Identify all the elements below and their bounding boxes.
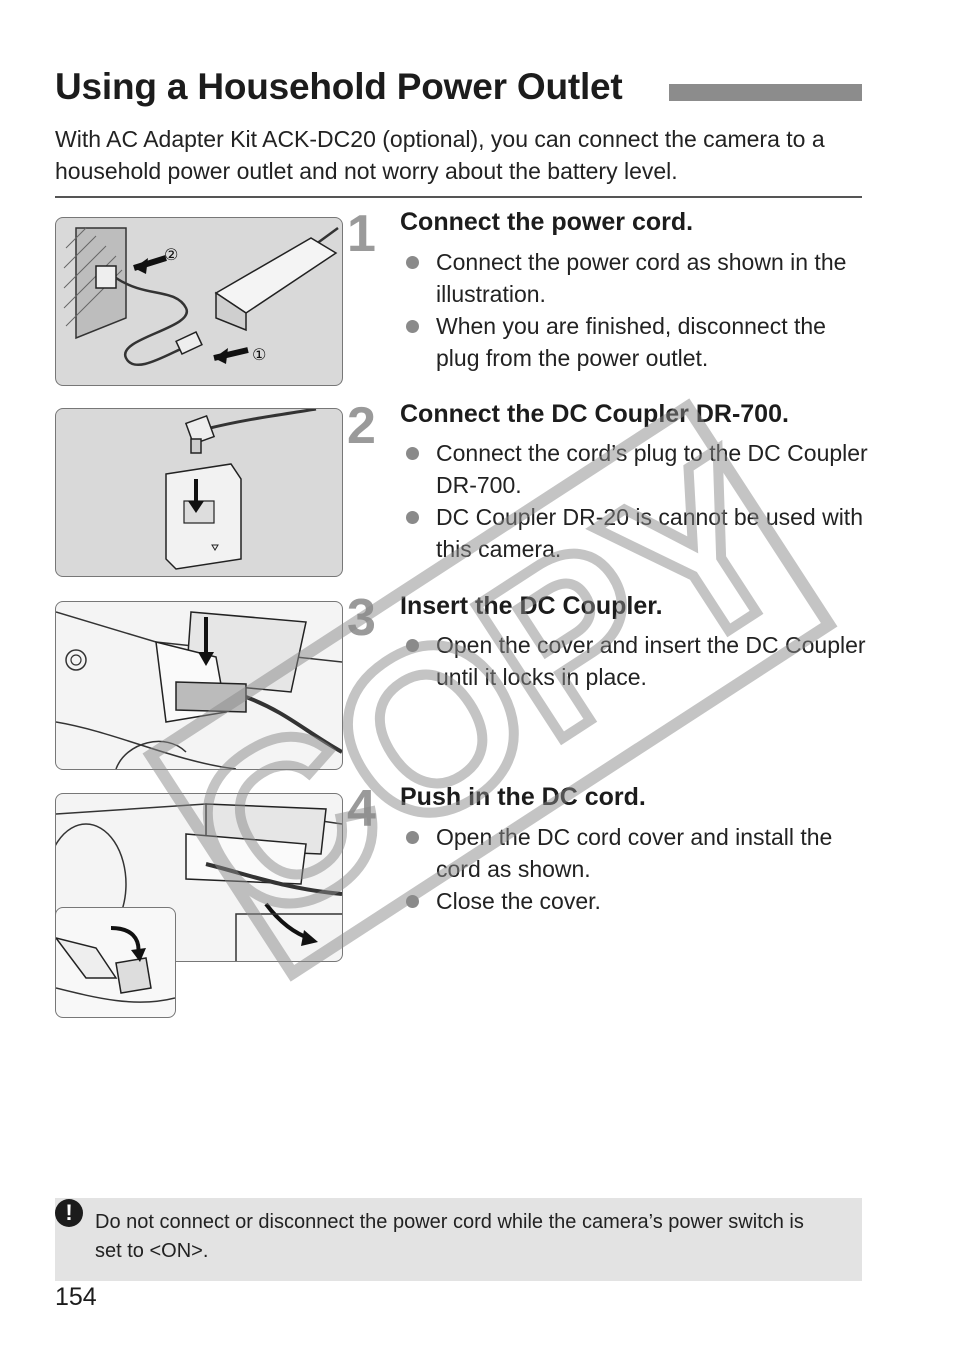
cord-detail-illustration [56,926,175,1003]
illustration-dc-coupler [55,408,343,577]
step-2-bullets: Connect the cord’s plug to the DC Couple… [400,437,870,565]
list-item: Connect the power cord as shown in the i… [400,246,870,310]
step-title-1: Connect the power cord. [400,208,694,236]
step-title-2: Connect the DC Coupler DR-700. [400,400,789,428]
title-decoration-bar [669,84,862,101]
list-item: DC Coupler DR-20 is cannot be used with … [400,501,870,565]
caution-icon: ! [55,1199,83,1227]
step-number-4: 4 [347,780,376,838]
page-number: 154 [55,1283,97,1311]
step-1-bullets: Connect the power cord as shown in the i… [400,246,870,374]
callout-1: ① [252,345,266,364]
page-title: Using a Household Power Outlet [55,66,623,107]
step-number-3: 3 [347,589,376,647]
step-number-1: 1 [347,205,376,263]
ac-adapter [214,237,338,314]
step-title-3: Insert the DC Coupler. [400,592,663,620]
illustration-cord-detail [55,907,176,1018]
illustration-insert-coupler [55,601,343,770]
list-item: Close the cover. [400,885,870,917]
intro-paragraph: With AC Adapter Kit ACK-DC20 (optional),… [55,126,825,184]
illustration-power-cord: ② ① [55,217,343,386]
step-title-4: Push in the DC cord. [400,783,646,811]
divider [55,196,862,198]
step-4-bullets: Open the DC cord cover and install the c… [400,821,870,917]
step-number-2: 2 [347,397,376,455]
insert-coupler-illustration [56,611,342,769]
dc-coupler-illustration [165,409,317,570]
list-item: Open the cover and insert the DC Coupler… [400,629,870,693]
callout-2: ② [164,245,178,264]
list-item: When you are finished, disconnect the pl… [400,310,870,374]
caution-text: Do not connect or disconnect the power c… [95,1211,804,1262]
caution-box: ! Do not connect or disconnect the power… [55,1198,862,1281]
step-3-bullets: Open the cover and insert the DC Coupler… [400,629,870,693]
list-item: Open the DC cord cover and install the c… [400,821,870,885]
power-cord-illustration: ② ① [63,226,339,366]
list-item: Connect the cord’s plug to the DC Couple… [400,437,870,501]
